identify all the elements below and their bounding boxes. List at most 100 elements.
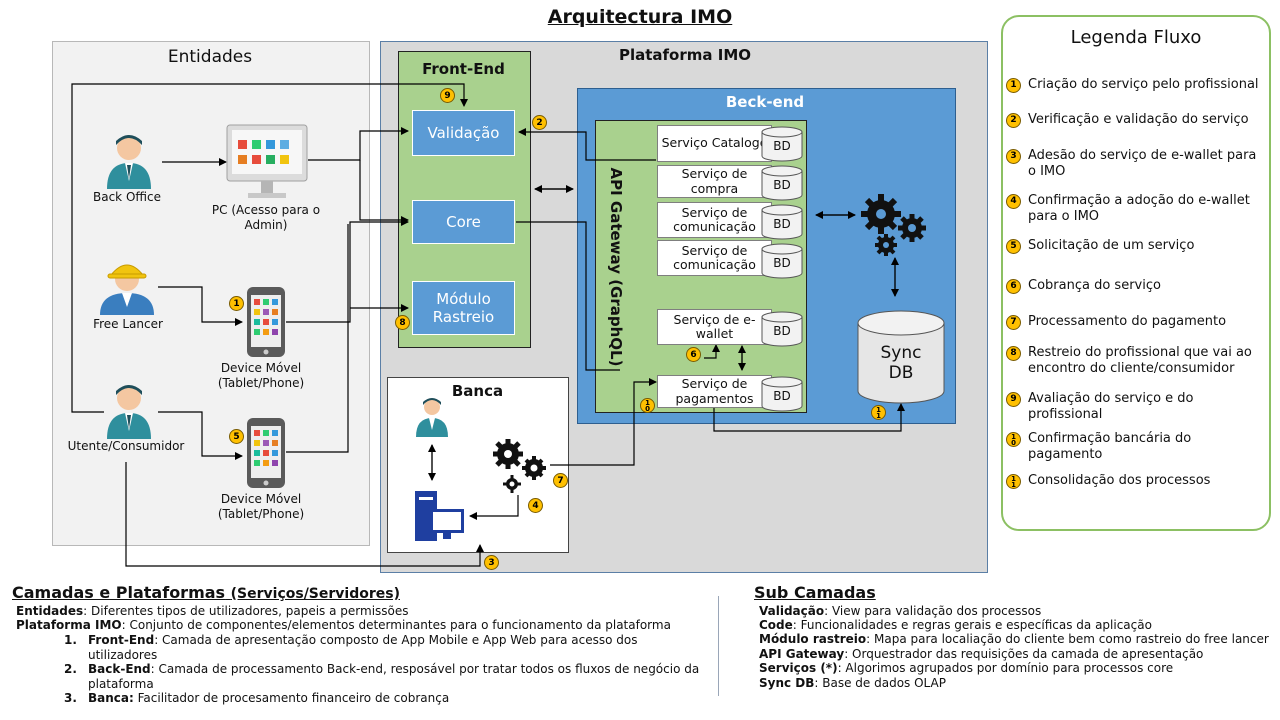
sync-db-icon: [857, 310, 945, 404]
bd-label-4: BD: [773, 256, 791, 270]
pc-monitor-icon: [226, 124, 308, 198]
footer-divider: [718, 596, 719, 696]
bd-label-6: BD: [773, 389, 791, 403]
servico-ewallet-box: Serviço de e-wallet: [657, 309, 772, 345]
banca-header: Banca: [451, 382, 504, 400]
banca-computer-icon: [415, 491, 464, 541]
legend-text-9: Avaliação do serviço e do profissional: [1028, 391, 1194, 423]
legend-text-1: Criação do serviço pelo profissional: [1028, 77, 1259, 92]
bd-label-5: BD: [773, 324, 791, 338]
device-movel-label-2: Device Móvel (Tablet/Phone): [217, 492, 305, 521]
pc-label: PC (Acesso para o Admin): [211, 203, 321, 232]
legend-badge-2: 2: [1006, 113, 1021, 128]
banca-gears-icon: [493, 439, 546, 493]
legend-item-3: 3 Adesão do serviço de e-wallet para o I…: [1006, 148, 1268, 181]
bd-database-icon-1: [761, 126, 803, 162]
legend-badge-7: 7: [1006, 315, 1021, 330]
bd-label-3: BD: [773, 217, 791, 231]
bd-label-2: BD: [773, 178, 791, 192]
bd-database-icon-3: [761, 204, 803, 240]
utente-label: Utente/Consumidor: [67, 439, 185, 453]
free-lancer-label: Free Lancer: [93, 317, 163, 331]
servico-comunicacao-box-1: Serviço de comunicação: [657, 202, 772, 238]
legend-text-10: Confirmação bancária do pagamento: [1028, 431, 1192, 463]
servico-catalogo-box: Serviço Catalogo: [657, 125, 772, 162]
sync-db-label: Sync DB: [880, 343, 922, 383]
legend-item-9: 9 Avaliação do serviço e do profissional: [1006, 391, 1268, 424]
legend-text-6: Cobrança do serviço: [1028, 278, 1161, 293]
utente-person-icon: [107, 385, 151, 439]
flow-badge-9: 9: [440, 88, 455, 103]
legend-item-1: 1 Criação do serviço pelo profissional: [1006, 77, 1268, 93]
sub-camadas-item-2: Code: Funcionalidades e regras gerais e …: [759, 618, 1152, 632]
bd-database-icon-6: [761, 376, 803, 412]
core-box: Core: [412, 200, 515, 244]
sub-camadas-item-5: Serviços (*): Algorimos agrupados por do…: [759, 661, 1174, 675]
legend-text-4: Confirmação a adoção do e-wallet para o …: [1028, 193, 1250, 225]
entidades-header: Entidades: [167, 47, 253, 67]
plataforma-header: Plataforma IMO: [618, 46, 751, 64]
sub-camadas-item-6: Sync DB: Base de dados OLAP: [759, 676, 946, 690]
banca-person-icon: [416, 398, 448, 437]
validacao-box: Validação: [412, 110, 515, 156]
legend-text-11: Consolidação dos processos: [1028, 473, 1211, 488]
legend-text-2: Verificação e validação do serviço: [1028, 112, 1249, 127]
camadas-item-2: 2.Back-End: Camada de processamento Back…: [64, 662, 700, 691]
mobile-device-icon-2: [247, 418, 285, 488]
bd-database-icon-2: [761, 165, 803, 201]
camadas-item-1: 1.Front-End: Camada de apresentação comp…: [64, 633, 638, 662]
flow-badge-8: 8: [395, 315, 410, 330]
legend-text-8: Restreio do profissional que vai ao enco…: [1028, 345, 1252, 377]
legend-text-3: Adesão do serviço de e-wallet para o IMO: [1028, 148, 1257, 180]
legend-item-5: 5 Solicitação de um serviço: [1006, 238, 1268, 254]
sub-camadas-item-1: Validação: View para validação dos proce…: [759, 604, 1042, 618]
sub-camadas-title: Sub Camadas: [754, 583, 876, 602]
legend-badge-5: 5: [1006, 239, 1021, 254]
camadas-title: Camadas e Plataformas (Serviços/Servidor…: [12, 583, 400, 602]
legend-panel: [1001, 15, 1271, 531]
front-end-header: Front-End: [422, 60, 505, 78]
legend-badge-3: 3: [1006, 149, 1021, 164]
modulo-rastreio-box: Módulo Rastreio: [412, 281, 515, 335]
legend-badge-6: 6: [1006, 279, 1021, 294]
servico-pagamentos-box: Serviço de pagamentos: [657, 375, 772, 408]
gears-icon: [861, 194, 926, 256]
servico-compra-box: Serviço de compra: [657, 165, 772, 198]
flow-badge-2: 2: [532, 115, 547, 130]
flow-badge-6: 6: [686, 347, 701, 362]
legend-text-7: Processamento do pagamento: [1028, 314, 1227, 329]
flow-badge-3: 3: [484, 555, 499, 570]
flow-badge-4: 4: [528, 498, 543, 513]
flow-badge-7: 7: [553, 473, 568, 488]
legend-badge-1: 1: [1006, 78, 1021, 93]
sub-camadas-item-3: Módulo rastreio: Mapa para localiação do…: [759, 632, 1269, 646]
camadas-plataforma: Plataforma IMO: Conjunto de componentes/…: [16, 618, 671, 632]
bd-database-icon-5: [761, 311, 803, 347]
sub-camadas-item-4: API Gateway: Orquestrador das requisiçõe…: [759, 647, 1204, 661]
legend-item-7: 7 Processamento do pagamento: [1006, 314, 1268, 330]
diagram-title: Arquitectura IMO: [547, 6, 733, 28]
legend-item-6: 6 Cobrança do serviço: [1006, 278, 1268, 294]
mobile-device-icon-1: [247, 287, 285, 357]
legend-text-5: Solicitação de um serviço: [1028, 238, 1195, 253]
flow-badge-1: 1: [229, 296, 244, 311]
legend-title: Legenda Fluxo: [1070, 27, 1202, 48]
bd-database-icon-4: [761, 243, 803, 279]
flow-badge-5: 5: [229, 429, 244, 444]
back-office-label: Back Office: [93, 190, 161, 204]
legend-badge-4: 4: [1006, 194, 1021, 209]
free-lancer-worker-icon: [100, 264, 154, 315]
legend-badge-9: 9: [1006, 392, 1021, 407]
back-end-header: Beck-end: [725, 93, 805, 111]
servico-comunicacao-box-2: Serviço de comunicação: [657, 240, 772, 276]
entidades-panel: [52, 41, 370, 546]
legend-item-8: 8 Restreio do profissional que vai ao en…: [1006, 345, 1268, 378]
camadas-item-3: 3.Banca: Facilitador de procesamento fin…: [64, 691, 450, 705]
